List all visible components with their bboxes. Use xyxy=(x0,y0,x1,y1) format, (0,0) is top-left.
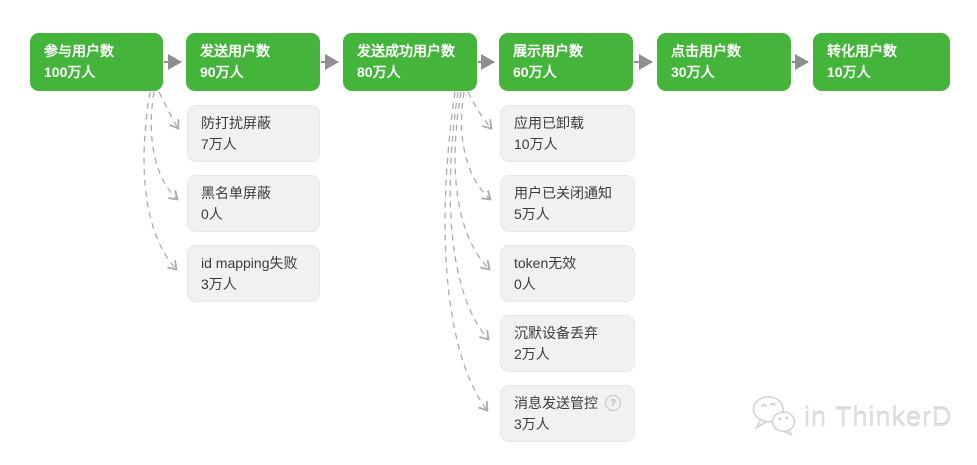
loss-card-blacklist: 黑名单屏蔽 0人 xyxy=(187,175,320,232)
loss-label: 用户已关闭通知 xyxy=(514,184,612,201)
loss-label: 防打扰屏蔽 xyxy=(201,114,271,131)
stage-box-clicked: 点击用户数 30万人 xyxy=(657,33,791,91)
loss-value: 3万人 xyxy=(514,415,550,432)
stage-label: 点击用户数 xyxy=(671,43,741,59)
stage-box-displayed: 展示用户数 60万人 xyxy=(499,33,633,91)
loss-value: 5万人 xyxy=(514,205,550,222)
loss-card-do-not-disturb: 防打扰屏蔽 7万人 xyxy=(187,105,320,162)
loss-card-id-mapping-failed: id mapping失败 3万人 xyxy=(187,245,320,302)
stage-box-participate: 参与用户数 100万人 xyxy=(30,33,163,91)
stage-label: 发送用户数 xyxy=(200,43,270,59)
stage-value: 80万人 xyxy=(357,64,401,80)
loss-arrow xyxy=(158,91,178,128)
stage-box-sent: 发送用户数 90万人 xyxy=(186,33,320,91)
stage-label: 转化用户数 xyxy=(827,43,897,59)
stage-value: 30万人 xyxy=(671,64,715,80)
loss-label: 沉默设备丢弃 xyxy=(514,324,598,341)
loss-arrow xyxy=(467,91,491,128)
loss-card-silent-device-dropped: 沉默设备丢弃 2万人 xyxy=(500,315,635,372)
loss-value: 0人 xyxy=(514,275,536,292)
loss-card-app-uninstalled: 应用已卸载 10万人 xyxy=(500,105,635,162)
watermark-text: in ThinkerD xyxy=(804,402,953,432)
stage-box-sent-success: 发送成功用户数 80万人 xyxy=(343,33,477,91)
loss-arrow xyxy=(454,91,489,269)
loss-label: id mapping失败 xyxy=(201,254,298,271)
loss-arrow xyxy=(460,91,490,199)
loss-arrow xyxy=(143,91,176,269)
loss-label: 应用已卸载 xyxy=(514,114,584,131)
stage-label: 展示用户数 xyxy=(513,43,583,59)
loss-value: 10万人 xyxy=(514,135,558,152)
loss-card-token-invalid: token无效 0人 xyxy=(500,245,635,302)
stage-value: 60万人 xyxy=(513,64,557,80)
loss-value: 0人 xyxy=(201,205,223,222)
help-icon[interactable]: ? xyxy=(605,395,621,411)
stage-label: 参与用户数 xyxy=(44,43,114,59)
stage-label: 发送成功用户数 xyxy=(357,43,455,59)
loss-arrow xyxy=(150,91,177,199)
loss-label: 黑名单屏蔽 xyxy=(201,184,271,201)
loss-card-message-send-control: 消息发送管控 ? 3万人 xyxy=(500,385,635,442)
loss-value: 7万人 xyxy=(201,135,237,152)
loss-card-notifications-off: 用户已关闭通知 5万人 xyxy=(500,175,635,232)
loss-label: token无效 xyxy=(514,254,577,271)
loss-value: 2万人 xyxy=(514,345,550,362)
stage-value: 10万人 xyxy=(827,64,871,80)
watermark: in ThinkerD xyxy=(750,394,953,441)
loss-label: 消息发送管控 xyxy=(514,394,598,411)
loss-value: 3万人 xyxy=(201,275,237,292)
stage-box-converted: 转化用户数 10万人 xyxy=(813,33,950,91)
loss-arrow xyxy=(449,91,488,339)
loss-arrow xyxy=(444,91,487,410)
stage-value: 100万人 xyxy=(44,64,96,80)
wechat-icon xyxy=(750,394,798,441)
stage-value: 90万人 xyxy=(200,64,244,80)
